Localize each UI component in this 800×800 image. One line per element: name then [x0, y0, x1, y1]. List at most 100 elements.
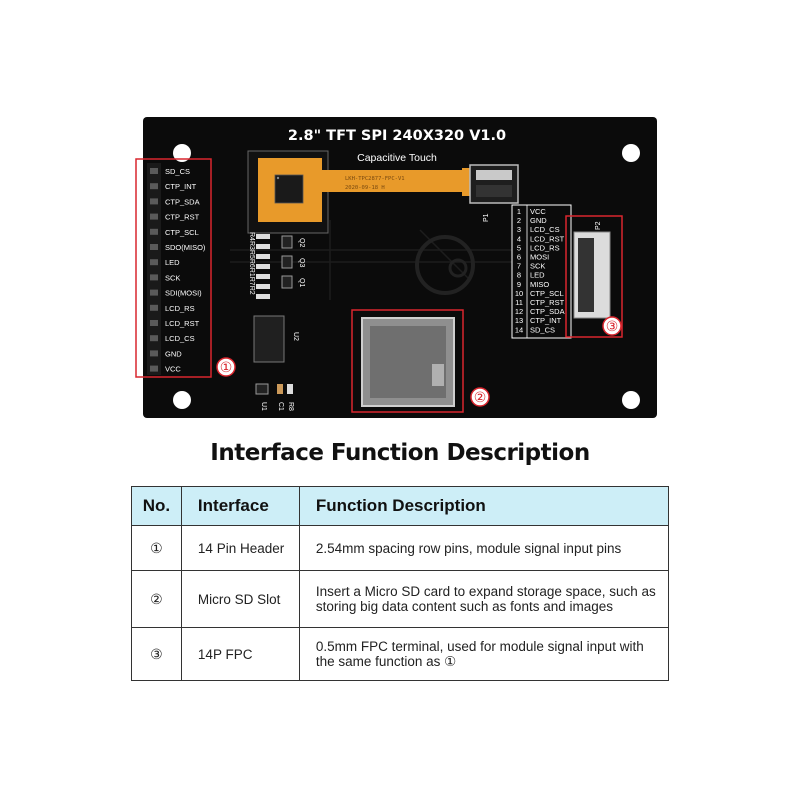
fpc-pin-name: SCK	[530, 262, 545, 271]
fpc-pin-number: 12	[515, 307, 523, 316]
header-pin	[150, 244, 158, 250]
callout-number-1: ①	[220, 360, 233, 376]
pin-header-14	[147, 163, 161, 375]
header-pin-label: LCD_RS	[165, 304, 195, 313]
fpc-pin-name: LCD_RS	[530, 243, 560, 252]
row-function: 0.5mm FPC terminal, used for module sign…	[298, 627, 670, 681]
fpc-pin-number: 5	[517, 243, 521, 252]
c1-label: C1	[277, 402, 284, 411]
header-pin	[150, 228, 158, 235]
callout-badge-3	[602, 316, 622, 336]
mounting-hole	[622, 391, 640, 409]
q1-label: Q1	[298, 278, 305, 287]
fpc-pin-name: LCD_RST	[530, 234, 565, 243]
fpc-pin-number: 7	[517, 262, 521, 271]
mounting-hole	[622, 144, 640, 162]
row-function: 2.54mm spacing row pins, module signal i…	[298, 525, 670, 571]
header-pin-label: CTP_INT	[165, 182, 197, 191]
touch-connector-p1: P1	[469, 164, 519, 222]
header-pin	[150, 335, 158, 342]
header-pin	[150, 198, 158, 205]
fpc-pin-number: 10	[515, 289, 523, 298]
q2-label: Q2	[298, 238, 305, 247]
table-row: ① 14 Pin Header 2.54mm spacing row pins,…	[131, 525, 670, 571]
q3-label: Q3	[298, 258, 305, 267]
fpc-pin-name: CTP_SCL	[530, 289, 564, 298]
fpc-pin-name: VCC	[530, 207, 546, 216]
fpc-pin-number: 4	[517, 234, 521, 243]
header-pin	[150, 289, 158, 296]
fpc-pin-number: 11	[515, 298, 523, 307]
fpc-pin-name: CTP_RST	[530, 298, 565, 307]
table-header-row: No. Interface Function Description	[131, 486, 670, 526]
header-pin-label: SDO(MISO)	[165, 243, 206, 252]
header-pin	[150, 259, 158, 266]
logo-mark	[415, 235, 475, 295]
mounting-hole	[173, 144, 191, 162]
row-number: ②	[131, 570, 182, 628]
header-no: No.	[131, 486, 182, 526]
header-pin	[150, 365, 158, 372]
interface-table: No. Interface Function Description ① 14 …	[131, 486, 670, 681]
fpc-pin-number: 3	[517, 225, 521, 234]
touch-fpc-ribbon: LKH-TPC2877-FPC-V1 2020-09-18 H	[247, 150, 472, 234]
row-number: ①	[131, 525, 182, 571]
resistor-array: R4R3R5R6R1R7R2	[248, 232, 270, 299]
row-function: Insert a Micro SD card to expand storage…	[298, 570, 670, 628]
header-pin-label: VCC	[165, 365, 181, 374]
header-pin-label: CTP_SCL	[165, 228, 199, 237]
callout-number-3: ③	[606, 319, 619, 335]
fpc-label-1: LKH-TPC2877-FPC-V1	[345, 176, 405, 182]
u2-label: U2	[292, 332, 299, 341]
small-components: U1 C1 R8	[255, 383, 294, 411]
header-function: Function Description	[298, 486, 670, 526]
callout-box-3	[565, 215, 623, 338]
callout-badge-1	[216, 357, 236, 377]
callout-number-2: ②	[474, 390, 487, 406]
header-pin-label: LCD_RST	[165, 319, 200, 328]
row-interface: 14 Pin Header	[180, 525, 300, 571]
callout-badge-2	[470, 387, 490, 407]
fpc-label-2: 2020-09-18 H	[345, 185, 385, 191]
fpc-pin-name: GND	[530, 216, 547, 225]
header-pin	[150, 168, 158, 174]
fpc-pin-number: 8	[517, 271, 521, 280]
header-pin	[150, 350, 158, 357]
header-pin-label: GND	[165, 349, 182, 358]
callout-box-1	[135, 158, 212, 378]
fpc-pin-number: 1	[517, 207, 521, 216]
fpc-pin-table	[511, 204, 572, 339]
r8-label: R8	[287, 402, 294, 411]
header-pin-label: SCK	[165, 273, 180, 282]
transistors: Q2 Q3 Q1	[281, 235, 305, 289]
row-interface: 14P FPC	[180, 627, 300, 681]
fpc-pin-name: CTP_INT	[530, 316, 562, 325]
p1-label: P1	[483, 213, 490, 222]
header-pin-label: LCD_CS	[165, 334, 195, 343]
fpc-pin-number: 2	[517, 216, 521, 225]
row-interface: Micro SD Slot	[180, 570, 300, 628]
header-pin	[150, 183, 158, 190]
chip-u2: U2	[253, 315, 299, 363]
board-subtitle: Capacitive Touch	[357, 152, 437, 164]
row-number: ③	[131, 627, 182, 681]
header-pin-label: CTP_SDA	[165, 197, 200, 206]
fpc-pin-name: MISO	[530, 280, 549, 289]
p2-label: P2	[595, 221, 602, 230]
pcb-board-image: 2.8" TFT SPI 240X320 V1.0 Capacitive Tou…	[135, 117, 657, 418]
header-pin	[150, 274, 158, 281]
table-row: ③ 14P FPC 0.5mm FPC terminal, used for m…	[131, 627, 670, 681]
header-interface: Interface	[180, 486, 300, 526]
fpc-pin-number: 6	[517, 253, 521, 262]
table-row: ② Micro SD Slot Insert a Micro SD card t…	[131, 570, 670, 628]
fpc-pin-name: MOSI	[530, 253, 549, 262]
description-title: Interface Function Description	[210, 440, 590, 466]
mounting-hole	[173, 391, 191, 409]
fpc-pin-name: LED	[530, 271, 545, 280]
header-pin-label: SD_CS	[165, 167, 190, 176]
header-pin-label: LED	[165, 258, 180, 267]
fpc-pin-name: CTP_SDA	[530, 307, 565, 316]
fpc-pin-number: 13	[515, 316, 523, 325]
callout-box-2	[351, 309, 464, 413]
board-title: 2.8" TFT SPI 240X320 V1.0	[288, 128, 506, 144]
